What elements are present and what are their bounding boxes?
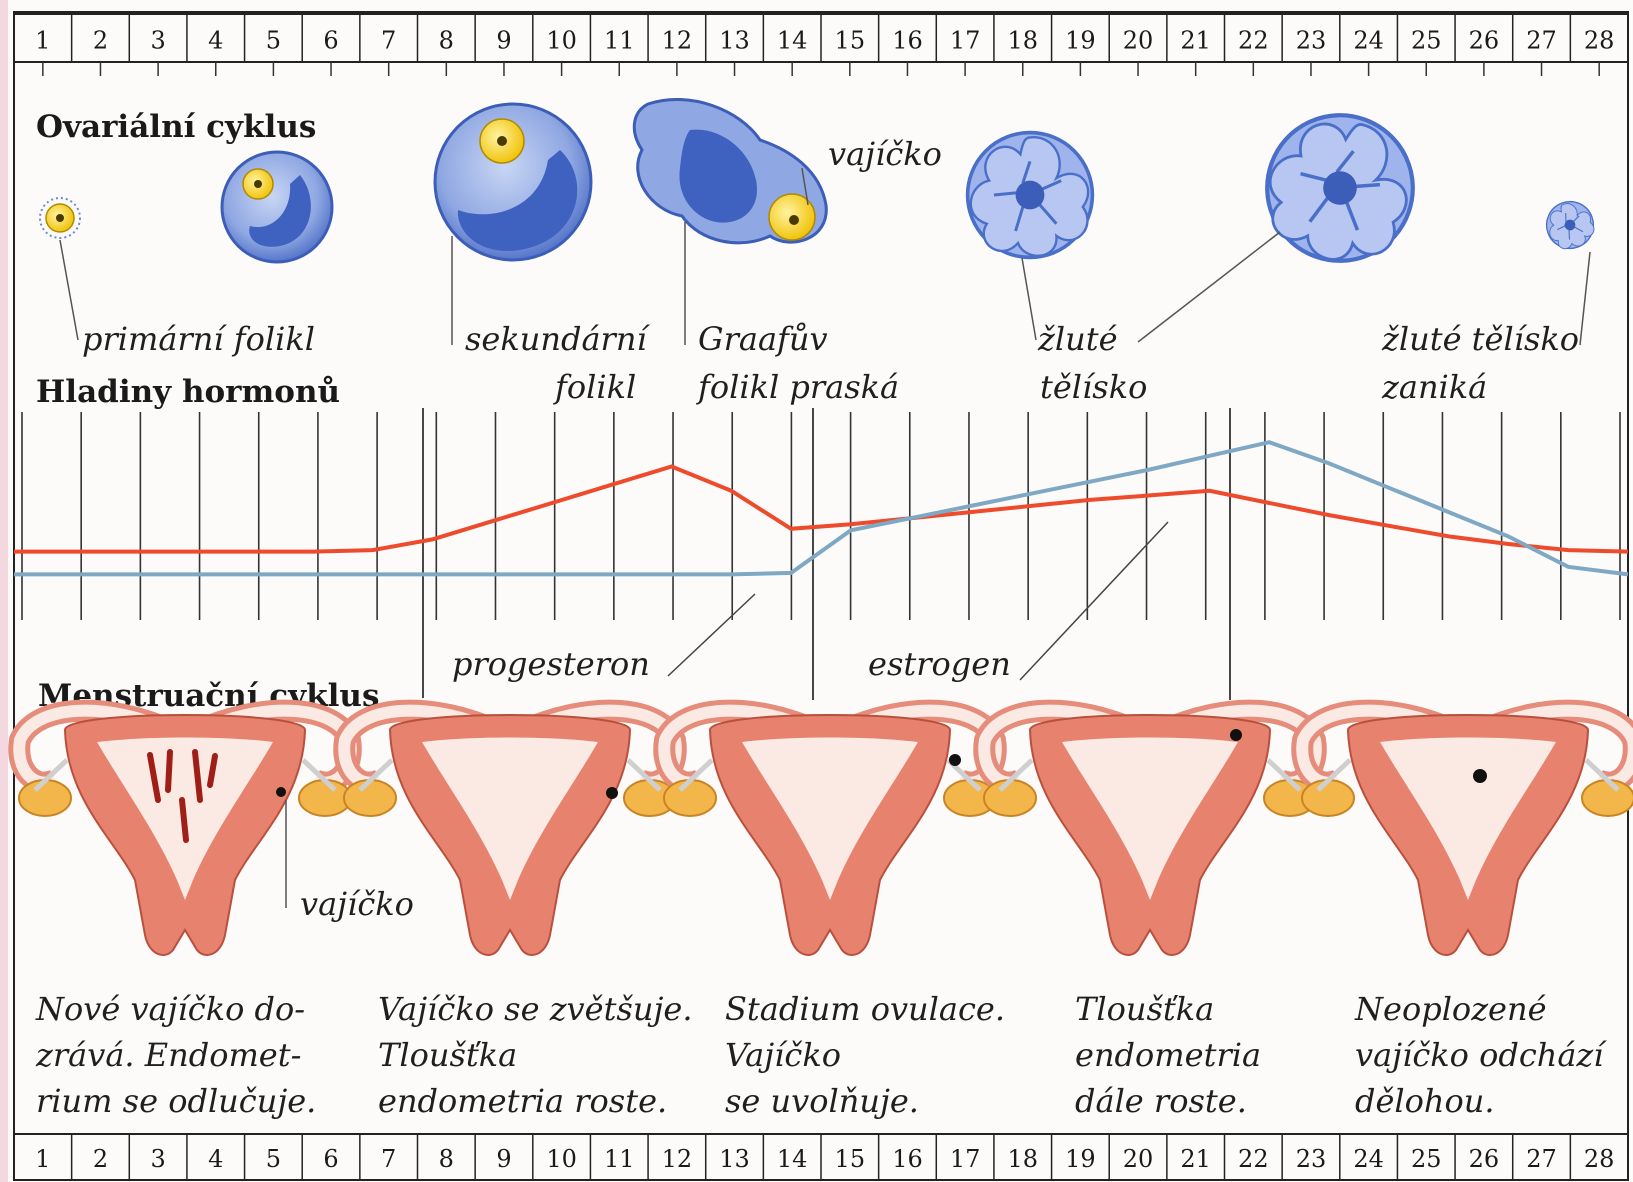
ovarian-cycle-title: Ovariální cyklus	[36, 109, 316, 145]
caption-4-line-3: dále roste.	[1075, 1082, 1247, 1120]
top-strip-day-18: 18	[1007, 27, 1038, 55]
graafian-follicle-label-line2: folikl praská	[696, 368, 899, 406]
bottom-strip-day-3: 3	[150, 1145, 165, 1173]
bottom-strip-day-1: 1	[35, 1145, 50, 1173]
top-strip-day-10: 10	[546, 27, 577, 55]
top-strip-day-19: 19	[1065, 27, 1096, 55]
bottom-strip-day-25: 25	[1411, 1145, 1442, 1173]
egg-label-ovary: vajíčko	[828, 135, 942, 173]
bottom-strip-day-23: 23	[1296, 1145, 1327, 1173]
caption-1-line-2: zrává. Endomet-	[35, 1036, 301, 1074]
top-strip-day-8: 8	[439, 27, 454, 55]
bottom-strip-day-20: 20	[1123, 1145, 1154, 1173]
top-strip-day-4: 4	[208, 27, 223, 55]
top-strip-day-9: 9	[496, 27, 511, 55]
top-strip-day-11: 11	[604, 27, 635, 55]
caption-3-line-2: Vajíčko	[725, 1036, 841, 1074]
bottom-strip-day-12: 12	[662, 1145, 693, 1173]
top-strip-day-20: 20	[1123, 27, 1154, 55]
yellow-body-dies-label-line2: zaniká	[1381, 368, 1487, 406]
bottom-strip-day-10: 10	[546, 1145, 577, 1173]
bottom-strip-day-14: 14	[777, 1145, 808, 1173]
top-strip-day-6: 6	[323, 27, 338, 55]
top-strip-day-27: 27	[1526, 27, 1557, 55]
caption-2-line-2: Tloušťka	[378, 1036, 517, 1074]
caption-1-line-1: Nové vajíčko do-	[35, 990, 305, 1028]
caption-1-line-3: rium se odlučuje.	[36, 1082, 316, 1120]
caption-5-line-2: vajíčko odchází	[1355, 1036, 1607, 1074]
top-strip-day-5: 5	[266, 27, 281, 55]
bottom-strip-day-24: 24	[1353, 1145, 1384, 1173]
yellow-body-dies-label-line1: žluté tělísko	[1381, 320, 1579, 358]
primary-follicle-label: primární folikl	[82, 320, 315, 358]
bottom-strip-day-11: 11	[604, 1145, 635, 1173]
top-strip-day-7: 7	[381, 27, 396, 55]
caption-5-line-1: Neoplozené	[1354, 990, 1547, 1028]
bottom-strip-day-27: 27	[1526, 1145, 1557, 1173]
caption-3-line-1: Stadium ovulace.	[725, 990, 1005, 1028]
top-strip-day-12: 12	[662, 27, 693, 55]
graafian-follicle-label-line1: Graafův	[698, 320, 828, 358]
top-strip-day-28: 28	[1584, 27, 1615, 55]
bottom-strip-day-9: 9	[496, 1145, 511, 1173]
top-strip-day-16: 16	[892, 27, 923, 55]
bottom-strip-day-2: 2	[93, 1145, 108, 1173]
bottom-strip-day-7: 7	[381, 1145, 396, 1173]
bottom-strip-day-16: 16	[892, 1145, 923, 1173]
bottom-strip-day-21: 21	[1180, 1145, 1211, 1173]
caption-4-line-2: endometria	[1075, 1036, 1261, 1074]
caption-stage-1: Nové vajíčko do- zrává. Endomet- rium se…	[35, 990, 316, 1120]
top-strip-day-13: 13	[719, 27, 750, 55]
yellow-body-label-line1: žluté	[1037, 320, 1118, 358]
top-strip-day-1: 1	[35, 27, 50, 55]
top-strip-day-17: 17	[950, 27, 981, 55]
progesterone-label: progesteron	[452, 645, 650, 683]
top-strip-day-26: 26	[1469, 27, 1500, 55]
hormone-levels-title: Hladiny hormonů	[36, 374, 340, 410]
top-strip-day-22: 22	[1238, 27, 1269, 55]
bottom-strip-day-4: 4	[208, 1145, 223, 1173]
top-strip-day-23: 23	[1296, 27, 1327, 55]
bottom-strip-day-28: 28	[1584, 1145, 1615, 1173]
bottom-strip-day-26: 26	[1469, 1145, 1500, 1173]
caption-5-line-3: dělohou.	[1355, 1082, 1495, 1120]
top-strip-day-14: 14	[777, 27, 808, 55]
secondary-follicle-label-line2: folikl	[553, 368, 636, 406]
top-strip-day-3: 3	[150, 27, 165, 55]
top-strip-day-2: 2	[93, 27, 108, 55]
bottom-strip-day-17: 17	[950, 1145, 981, 1173]
bottom-strip-day-19: 19	[1065, 1145, 1096, 1173]
top-strip-day-25: 25	[1411, 27, 1442, 55]
secondary-follicle-label-line1: sekundární	[465, 320, 650, 358]
bottom-strip-day-5: 5	[266, 1145, 281, 1173]
bottom-strip-day-15: 15	[835, 1145, 866, 1173]
caption-2-line-1: Vajíčko se zvětšuje.	[378, 990, 692, 1028]
growing-follicle-illustration	[222, 152, 332, 262]
bottom-strip-day-8: 8	[439, 1145, 454, 1173]
top-strip-day-24: 24	[1353, 27, 1384, 55]
bottom-strip-day-22: 22	[1238, 1145, 1269, 1173]
caption-2-line-3: endometria roste.	[378, 1082, 667, 1120]
top-strip-day-15: 15	[835, 27, 866, 55]
caption-3-line-3: se uvolňuje.	[725, 1082, 919, 1120]
bottom-strip-day-18: 18	[1007, 1145, 1038, 1173]
bottom-strip-day-13: 13	[719, 1145, 750, 1173]
caption-4-line-1: Tloušťka	[1075, 990, 1214, 1028]
yellow-body-label-line2: tělísko	[1040, 368, 1147, 406]
egg-label-uterus: vajíčko	[300, 885, 414, 923]
bottom-strip-day-6: 6	[323, 1145, 338, 1173]
top-strip-day-21: 21	[1180, 27, 1211, 55]
estrogen-label: estrogen	[868, 645, 1011, 683]
